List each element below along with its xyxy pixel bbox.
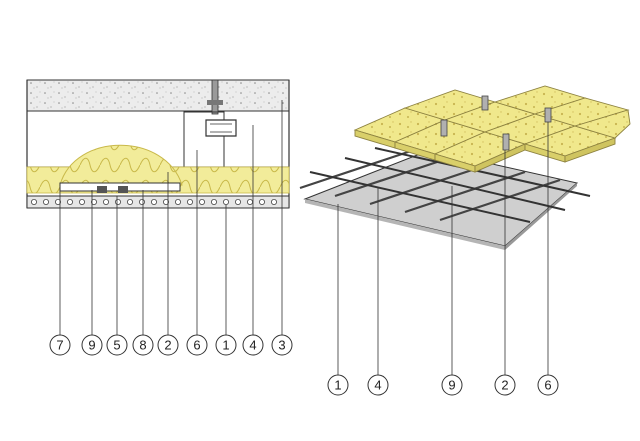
perforation-hole	[198, 198, 205, 205]
perforation-hole	[270, 198, 277, 205]
perforation-hole	[174, 198, 181, 205]
isometric-view: 1 4 9 2 6	[299, 85, 631, 396]
perforation-hole	[79, 198, 86, 205]
section-callout-6: 6	[186, 334, 208, 356]
iso-callout-9: 9	[441, 374, 463, 396]
perforated-board	[26, 195, 290, 209]
hanger-rod	[211, 79, 219, 115]
iso-leader-lines	[337, 122, 549, 375]
svg-text:9: 9	[448, 378, 455, 393]
perforation-hole	[67, 198, 74, 205]
section-view: 7 9 5 8 2 6 1 4	[26, 79, 293, 356]
main-profile	[205, 119, 237, 137]
svg-text:9: 9	[88, 338, 95, 353]
cross-profiles	[309, 147, 591, 223]
svg-text:5: 5	[113, 338, 120, 353]
perforation-hole	[210, 198, 217, 205]
svg-text:4: 4	[374, 378, 381, 393]
svg-text:2: 2	[501, 378, 508, 393]
perforation-hole	[103, 198, 110, 205]
section-callout-8: 8	[132, 334, 154, 356]
iso-callout-1: 1	[327, 374, 349, 396]
svg-text:1: 1	[334, 378, 341, 393]
insulation-hump	[59, 144, 183, 186]
perforation-hole	[55, 198, 62, 205]
section-callout-5: 5	[106, 334, 128, 356]
iso-callout-4: 4	[367, 374, 389, 396]
section-callout-9: 9	[81, 334, 103, 356]
section-callout-2: 2	[157, 334, 179, 356]
perforation-hole	[43, 198, 50, 205]
concrete-slab	[26, 79, 290, 112]
perforation-hole	[258, 198, 265, 205]
svg-text:6: 6	[193, 338, 200, 353]
svg-text:8: 8	[139, 338, 146, 353]
section-leader-lines	[59, 100, 283, 335]
svg-text:3: 3	[278, 338, 285, 353]
svg-text:2: 2	[164, 338, 171, 353]
perforation-hole	[186, 198, 193, 205]
perforation-hole	[127, 198, 134, 205]
perforation-hole	[162, 198, 169, 205]
perforation-hole	[234, 198, 241, 205]
section-callout-7: 7	[49, 334, 71, 356]
svg-text:4: 4	[249, 338, 256, 353]
section-callout-3: 3	[271, 334, 293, 356]
mineral-wool-slabs	[353, 85, 631, 173]
svg-text:6: 6	[544, 378, 551, 393]
perforation-hole	[91, 198, 98, 205]
perforation-hole	[246, 198, 253, 205]
perforation-hole	[222, 198, 229, 205]
svg-text:7: 7	[56, 338, 63, 353]
section-callout-1: 1	[215, 334, 237, 356]
iso-callout-6: 6	[537, 374, 559, 396]
svg-text:1: 1	[222, 338, 229, 353]
perforation-hole	[115, 198, 122, 205]
perforation-hole	[150, 198, 157, 205]
perforation-hole	[30, 198, 37, 205]
iso-callout-2: 2	[494, 374, 516, 396]
perforation-hole	[138, 198, 145, 205]
section-callout-4: 4	[242, 334, 264, 356]
